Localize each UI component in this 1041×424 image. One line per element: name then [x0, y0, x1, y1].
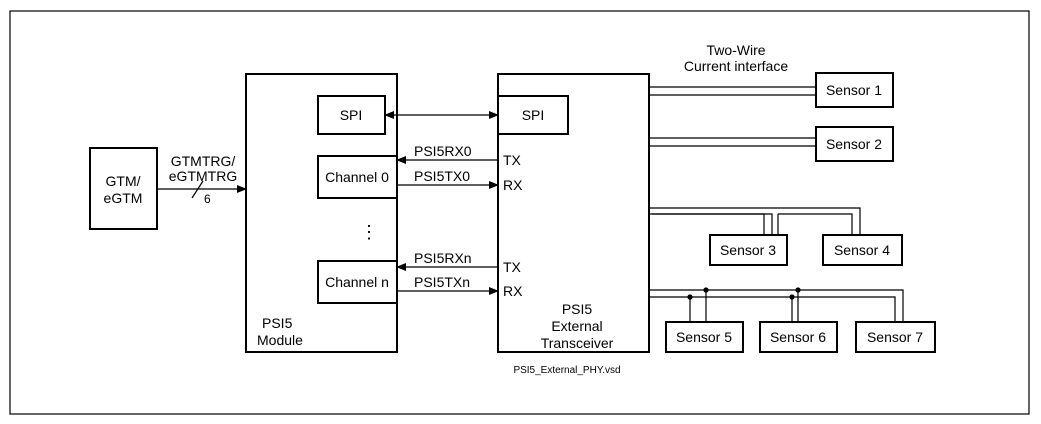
diagram-filename: PSI5_External_PHY.vsd: [513, 365, 620, 376]
sensor-1-label: Sensor 1: [826, 82, 882, 98]
sensor-2-box: [815, 126, 894, 162]
transceiver-rx0-label: RX: [503, 177, 523, 193]
transceiver-spi-label: SPI: [522, 107, 545, 123]
channel-0-label: Channel 0: [325, 169, 389, 185]
psi5rxn-label: PSI5RXn: [414, 250, 472, 266]
transceiver-spi-box: [497, 95, 569, 135]
external-transceiver: SPI TX RX TX RX PSI5 External Transceive…: [497, 73, 650, 353]
sensor-1-box: [815, 72, 894, 108]
channel-n-label: Channel n: [325, 274, 389, 290]
junction-sensor-5-b: [703, 287, 709, 293]
transceiver-txn-label: TX: [503, 259, 522, 275]
module-spi-box: [317, 95, 386, 135]
interface-label-line1: Two-Wire: [706, 42, 765, 58]
wire-sensor-2: [649, 137, 816, 147]
channel-0-box: [317, 155, 398, 199]
wire-sensor-4: [777, 213, 853, 235]
channel-signals: PSI5RX0 PSI5TX0 PSI5RXn PSI5TXn: [396, 143, 499, 295]
two-wire-connections: [649, 86, 904, 322]
psi5txn-label: PSI5TXn: [414, 274, 470, 290]
bus-width-label: 6: [204, 192, 211, 206]
sensor-4-label: Sensor 4: [834, 242, 890, 258]
sensor-7-box: [855, 321, 936, 353]
interface-label-line2: Current interface: [684, 58, 788, 74]
channel-ellipsis: ⋮: [360, 222, 378, 242]
gtm-block: GTM/ eGTM: [89, 147, 158, 230]
bus-label-line1: GTMTRG/: [171, 153, 236, 169]
bus-width-slash: [191, 180, 204, 199]
junction-sensor-6-a: [789, 294, 795, 300]
gtm-label-line1: GTM/: [106, 173, 141, 189]
wire-sensor-7: [649, 289, 904, 322]
wire-sensor-1: [649, 86, 816, 96]
sensors: Sensor 1 Sensor 2 Sensor 3 Sensor 4 Sens…: [665, 72, 936, 353]
wire-sensor-3-outer: [649, 207, 861, 235]
gtm-box: [89, 147, 158, 230]
transceiver-name-line3: Transceiver: [541, 335, 614, 351]
channel-n-box: [317, 260, 398, 304]
sensor-5-box: [665, 321, 744, 353]
psi5tx0-label: PSI5TX0: [414, 168, 470, 184]
transceiver-name-line1: PSI5: [562, 301, 593, 317]
transceiver-tx0-label: TX: [503, 152, 522, 168]
sensor-4-box: [822, 234, 903, 266]
gtm-label-line2: eGTM: [104, 190, 143, 206]
outer-frame: [9, 10, 1030, 415]
sensor-7-label: Sensor 7: [867, 329, 923, 345]
sensor-6-box: [759, 321, 838, 353]
psi5rx0-label: PSI5RX0: [414, 143, 472, 159]
junction-sensor-5-a: [687, 294, 693, 300]
sensor-3-label: Sensor 3: [720, 242, 776, 258]
trigger-bus: GTMTRG/ eGTMTRG 6: [157, 153, 247, 206]
bus-label-line2: eGTMTRG: [169, 168, 237, 184]
psi5-module: SPI Channel 0 ⋮ Channel n PSI5 Module: [245, 73, 398, 353]
sensor-3-box: [709, 234, 788, 266]
sensor-2-label: Sensor 2: [826, 136, 882, 152]
wire-sensor-5: [689, 290, 707, 322]
sensor-6-label: Sensor 6: [770, 329, 826, 345]
module-name-line1: PSI5: [262, 315, 293, 331]
sensor-5-label: Sensor 5: [676, 329, 732, 345]
transceiver-name-line2: External: [551, 318, 602, 334]
module-spi-label: SPI: [340, 107, 363, 123]
transceiver-rxn-label: RX: [503, 283, 523, 299]
junction-sensor-6-b: [795, 287, 801, 293]
wire-sensor-6: [791, 290, 799, 322]
wire-sensor-3-inner: [652, 213, 765, 235]
module-name-line2: Module: [257, 332, 303, 348]
